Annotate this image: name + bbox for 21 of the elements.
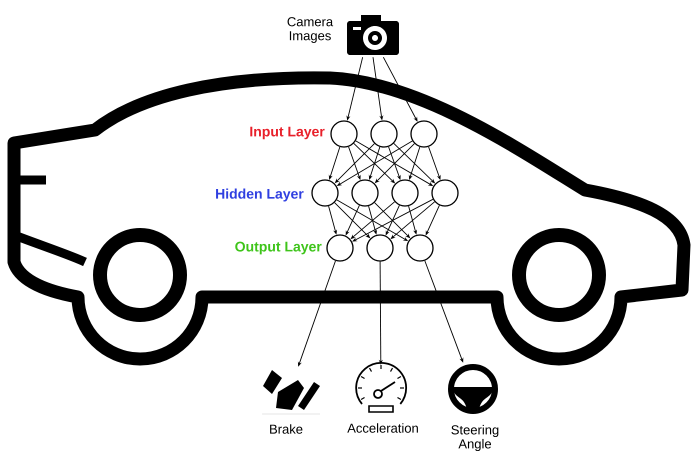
neuron-circle	[351, 179, 379, 207]
layer-label: Input Layer	[250, 126, 325, 140]
icon-caption: Acceleration	[347, 423, 418, 433]
steering-wheel-icon	[448, 364, 498, 414]
neuron-circle	[326, 234, 354, 262]
speedometer-icon	[355, 362, 408, 413]
neuron-circle	[431, 179, 459, 207]
neuron-circle	[370, 120, 398, 148]
neuron-circle	[410, 120, 438, 148]
brake-pedal-icon	[262, 370, 320, 414]
neuron-circle	[406, 234, 434, 262]
neuron-circle	[366, 234, 394, 262]
icon-caption: Camera Images	[288, 17, 334, 43]
neuron-circle	[330, 120, 358, 148]
camera-icon	[347, 15, 399, 55]
layer-label: Hidden Layer	[216, 188, 304, 202]
icon-caption: Brake	[270, 424, 302, 434]
layer-label: Output Layer	[235, 242, 322, 254]
neuron-circle	[391, 179, 419, 207]
icon-caption: Steering Angle	[451, 424, 498, 452]
neuron-circle	[311, 179, 339, 207]
